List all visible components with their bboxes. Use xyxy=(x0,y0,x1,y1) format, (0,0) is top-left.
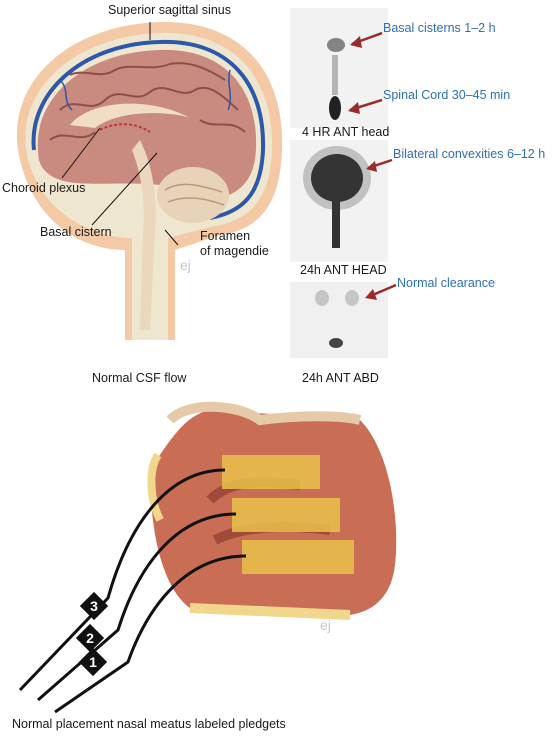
brain-caption: Normal CSF flow xyxy=(92,371,187,385)
nasal-illustration: ej xyxy=(18,401,397,714)
caption-24h-ant-abd: 24h ANT ABD xyxy=(302,371,379,385)
pledget-lower xyxy=(242,540,354,574)
annot-basal-cisterns: Basal cisterns 1–2 h xyxy=(383,21,496,35)
annot-normal-clearance: Normal clearance xyxy=(397,276,495,290)
nasal-caption: Normal placement nasal meatus labeled pl… xyxy=(12,717,286,731)
pledget-middle xyxy=(232,498,340,532)
label-basal-cistern: Basal cistern xyxy=(40,225,112,239)
pledget-badge-3: 3 xyxy=(79,591,109,621)
pledget-badge-1: 1 xyxy=(78,647,108,677)
annot-spinal-cord: Spinal Cord 30–45 min xyxy=(383,88,511,102)
annot-bilateral-convexities: Bilateral convexities 6–12 h xyxy=(393,147,546,161)
label-choroid-plexus: Choroid plexus xyxy=(2,181,86,195)
caption-24h-ant-head: 24h ANT HEAD xyxy=(300,263,387,277)
label-foramen-line1: Foramen xyxy=(200,229,251,243)
brain-sagittal-illustration: ej xyxy=(16,21,283,341)
pledget-upper xyxy=(222,455,320,489)
label-superior-sagittal-sinus: Superior sagittal sinus xyxy=(108,3,231,17)
caption-4hr-ant-head: 4 HR ANT head xyxy=(302,125,390,139)
annotation-arrows xyxy=(348,31,397,300)
pledget-badge-2: 2 xyxy=(75,623,105,653)
scan-images xyxy=(290,8,388,358)
label-foramen-line2: of magendie xyxy=(200,244,269,258)
svg-text:ej: ej xyxy=(320,617,331,633)
svg-text:ej: ej xyxy=(180,257,191,273)
